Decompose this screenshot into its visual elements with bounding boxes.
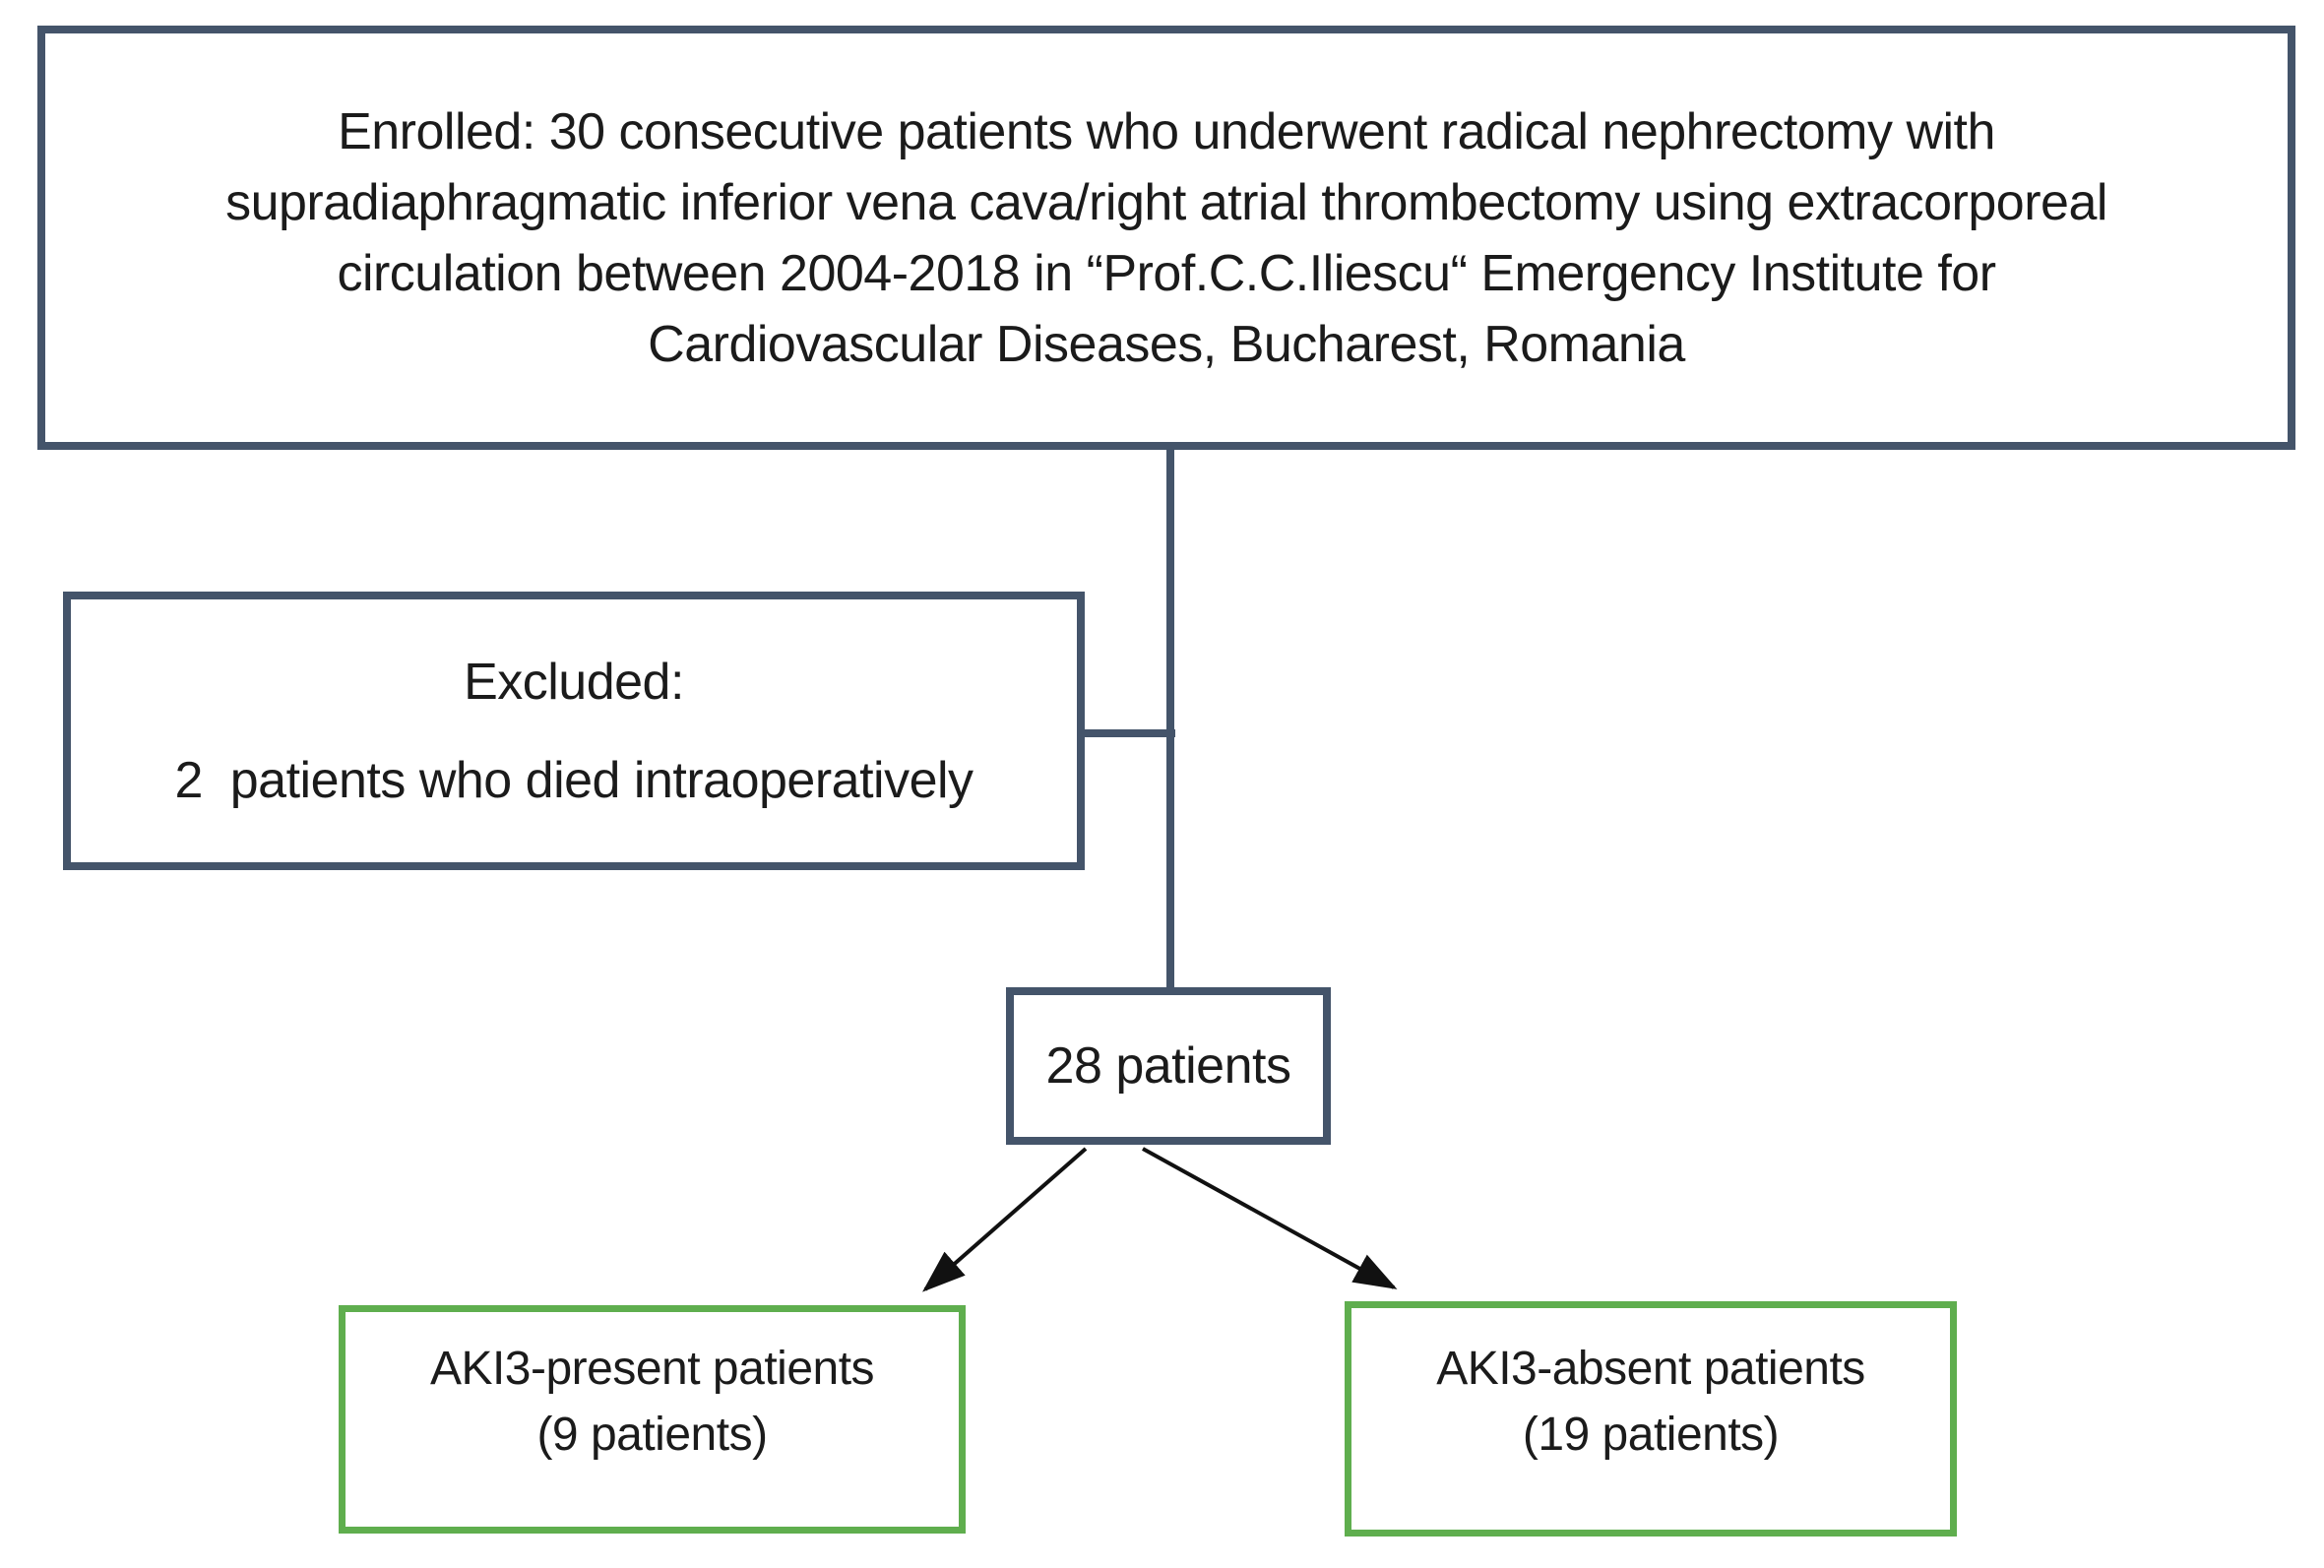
enrolled-text-line-3: circulation between 2004-2018 in “Prof.C… xyxy=(337,244,1996,302)
enrolled-box: Enrolled: 30 consecutive patients who un… xyxy=(37,26,2295,450)
aki3-present-count: (9 patients) xyxy=(536,1409,768,1461)
enrolled-text-line-4: Cardiovascular Diseases, Bucharest, Roma… xyxy=(648,315,1685,373)
excluded-detail: 2 patients who died intraoperatively xyxy=(174,751,974,809)
aki3-present-box: AKI3-present patients (9 patients) xyxy=(339,1305,966,1534)
connector-excluded-stub xyxy=(1085,729,1175,737)
arrow-to-aki3-absent xyxy=(1142,1147,1398,1289)
enrolled-text-line-2: supradiaphragmatic inferior vena cava/ri… xyxy=(225,173,2107,231)
excluded-title: Excluded: xyxy=(464,653,684,711)
aki3-absent-count: (19 patients) xyxy=(1522,1408,1780,1461)
excluded-box: Excluded: 2 patients who died intraopera… xyxy=(63,592,1085,870)
connector-vertical-line xyxy=(1166,450,1174,988)
aki3-present-label: AKI3-present patients xyxy=(429,1343,875,1395)
aki3-absent-box: AKI3-absent patients (19 patients) xyxy=(1345,1301,1957,1537)
remaining-patients-box: 28 patients xyxy=(1006,987,1331,1145)
enrolled-text-line-1: Enrolled: 30 consecutive patients who un… xyxy=(338,102,1995,160)
arrow-to-aki3-present xyxy=(921,1147,1088,1292)
aki3-absent-label: AKI3-absent patients xyxy=(1436,1342,1865,1395)
remaining-patients-label: 28 patients xyxy=(1045,1037,1291,1095)
